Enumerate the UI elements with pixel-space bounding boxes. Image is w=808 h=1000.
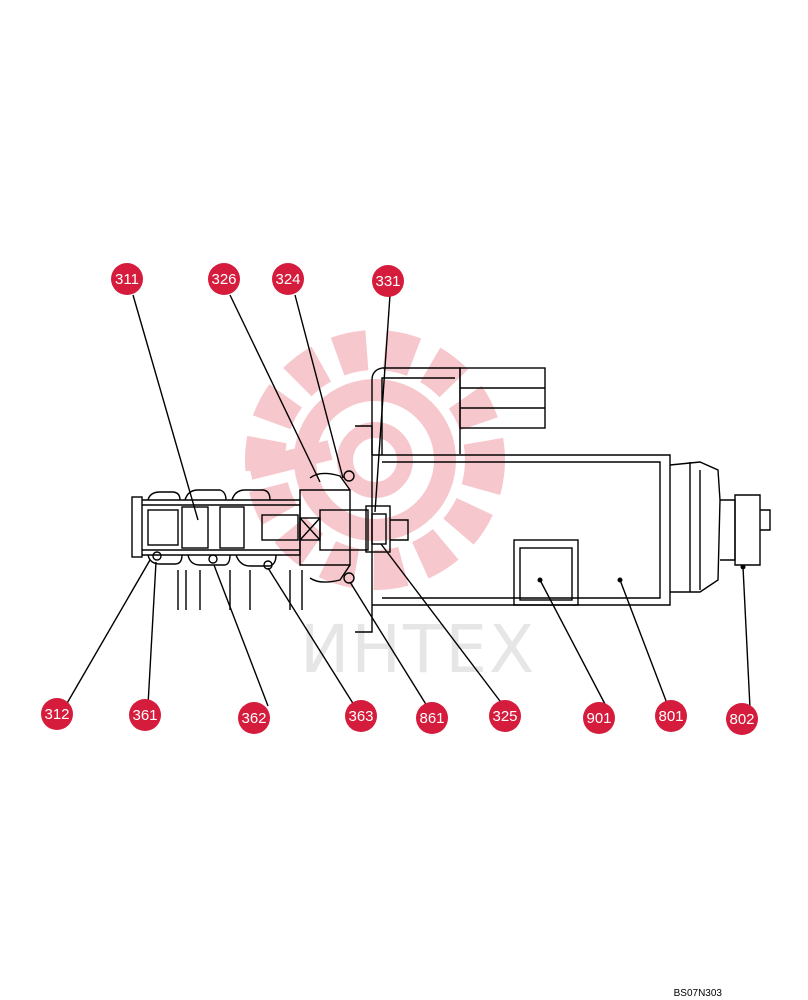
valve-body — [131, 367, 771, 633]
callout-901: 901 — [583, 702, 615, 734]
callout-801: 801 — [655, 700, 687, 732]
svg-text:361: 361 — [132, 707, 157, 724]
callout-802: 802 — [726, 703, 758, 735]
leader-lines — [65, 294, 751, 709]
svg-text:362: 362 — [241, 710, 266, 727]
callout-331: 331 — [372, 265, 404, 297]
callout-311: 311 — [111, 263, 143, 295]
svg-text:324: 324 — [275, 271, 300, 288]
callout-861: 861 — [416, 702, 448, 734]
callout-324: 324 — [272, 263, 304, 295]
callouts: 311 326 324 331 312 361 362 363 861 325 … — [41, 263, 758, 735]
svg-text:326: 326 — [211, 271, 236, 288]
callout-361: 361 — [129, 699, 161, 731]
callout-363: 363 — [345, 700, 377, 732]
watermark-gear-logo — [245, 330, 505, 590]
svg-text:801: 801 — [658, 708, 683, 725]
svg-text:331: 331 — [375, 273, 400, 290]
callout-326: 326 — [208, 263, 240, 295]
svg-text:325: 325 — [492, 708, 517, 725]
watermark-text: ИНТЕХ — [300, 611, 536, 688]
svg-text:802: 802 — [729, 711, 754, 728]
svg-text:901: 901 — [586, 710, 611, 727]
svg-text:363: 363 — [348, 708, 373, 725]
callout-312: 312 — [41, 698, 73, 730]
callout-325: 325 — [489, 700, 521, 732]
svg-text:311: 311 — [115, 271, 139, 288]
callout-362: 362 — [238, 702, 270, 734]
svg-text:861: 861 — [419, 710, 444, 727]
drawing-code: BS07N303 — [674, 988, 723, 999]
svg-text:312: 312 — [44, 706, 69, 723]
